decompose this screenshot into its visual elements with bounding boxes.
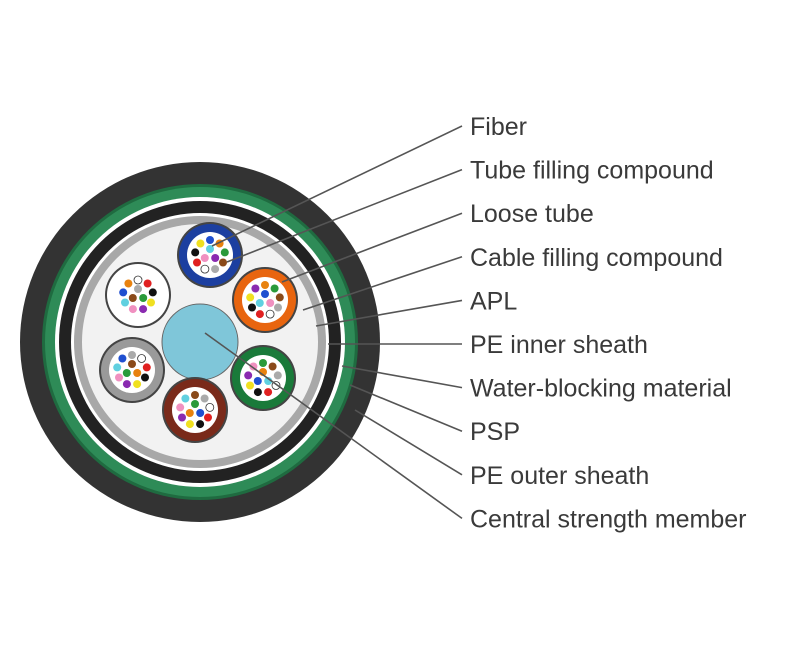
fiber bbox=[181, 394, 190, 403]
fiber bbox=[264, 377, 273, 385]
fiber bbox=[141, 373, 149, 382]
fiber bbox=[178, 413, 186, 422]
callout-label: Loose tube bbox=[470, 200, 594, 228]
fiber bbox=[251, 284, 260, 293]
fiber bbox=[137, 354, 147, 363]
fiber bbox=[148, 288, 157, 297]
callout-label: Fiber bbox=[470, 113, 527, 141]
fiber bbox=[255, 299, 264, 307]
fiber bbox=[134, 285, 142, 293]
fiber bbox=[205, 402, 215, 412]
fiber bbox=[248, 303, 256, 312]
fiber bbox=[244, 371, 253, 380]
loose-tube bbox=[99, 337, 165, 403]
fiber bbox=[246, 293, 255, 302]
fiber bbox=[119, 288, 128, 297]
callout-label: Central strength member bbox=[470, 505, 747, 533]
fiber bbox=[266, 299, 275, 307]
fiber bbox=[219, 258, 227, 267]
leader-line bbox=[354, 409, 463, 476]
fiber bbox=[191, 391, 199, 399]
fiber bbox=[113, 363, 122, 372]
fiber bbox=[191, 400, 199, 408]
fiber bbox=[253, 377, 262, 385]
fiber bbox=[139, 294, 148, 302]
fiber bbox=[128, 360, 136, 368]
fiber bbox=[270, 284, 279, 293]
callout-label: Tube filling compound bbox=[470, 157, 714, 185]
fiber bbox=[128, 294, 137, 302]
fiber bbox=[273, 371, 282, 380]
fiber bbox=[200, 264, 210, 274]
fiber bbox=[115, 373, 123, 382]
callout-label: Cable filling compound bbox=[470, 244, 723, 272]
fiber bbox=[204, 413, 212, 422]
fiber bbox=[142, 363, 151, 372]
central-strength-member bbox=[161, 303, 239, 381]
fiber bbox=[196, 420, 205, 429]
fiber bbox=[264, 388, 273, 397]
fiber bbox=[133, 275, 143, 285]
fiber bbox=[193, 258, 201, 267]
leader-line bbox=[204, 332, 463, 520]
fiber bbox=[128, 305, 137, 314]
leader-line bbox=[315, 299, 463, 327]
fiber bbox=[122, 380, 131, 389]
loose-tubes bbox=[99, 222, 298, 443]
fiber bbox=[133, 369, 142, 377]
fiber bbox=[200, 254, 209, 262]
fiber bbox=[185, 420, 194, 429]
fiber bbox=[206, 245, 214, 253]
fiber bbox=[246, 381, 254, 390]
fiber bbox=[220, 248, 229, 257]
callout-label: PSP bbox=[470, 418, 520, 446]
fiber bbox=[206, 236, 214, 244]
callout-label: Water-blocking material bbox=[470, 375, 732, 403]
leader-line bbox=[226, 168, 463, 263]
leader-line bbox=[211, 125, 463, 247]
fiber bbox=[122, 369, 131, 377]
leader-line bbox=[349, 384, 463, 432]
callout-label: PE inner sheath bbox=[470, 331, 648, 359]
fiber bbox=[133, 380, 142, 389]
loose-tube bbox=[162, 377, 228, 443]
fiber bbox=[185, 409, 194, 417]
leader-line bbox=[302, 256, 463, 311]
fiber bbox=[268, 362, 277, 371]
fiber bbox=[139, 305, 148, 314]
fiber bbox=[265, 309, 275, 319]
leader-line bbox=[341, 365, 463, 389]
fiber bbox=[255, 310, 264, 319]
loose-tube bbox=[230, 345, 296, 411]
fiber bbox=[118, 354, 127, 363]
fiber bbox=[191, 248, 200, 257]
fiber bbox=[128, 351, 136, 359]
fiber bbox=[196, 239, 205, 248]
loose-tube bbox=[232, 267, 298, 333]
fiber bbox=[274, 303, 282, 312]
fiber bbox=[196, 409, 205, 417]
fiber bbox=[261, 290, 269, 298]
fiber bbox=[253, 388, 262, 397]
fiber bbox=[147, 298, 155, 307]
fiber bbox=[261, 281, 269, 289]
fiber bbox=[124, 279, 133, 288]
fiber bbox=[211, 254, 220, 262]
fiber bbox=[211, 265, 220, 274]
fiber bbox=[259, 359, 267, 367]
leader-line bbox=[281, 212, 463, 283]
callout-label: APL bbox=[470, 287, 517, 315]
fiber bbox=[121, 298, 129, 307]
cable-cross-section bbox=[20, 162, 380, 522]
fiber bbox=[176, 403, 185, 412]
callout-label: PE outer sheath bbox=[470, 462, 649, 490]
leader-lines bbox=[204, 125, 463, 520]
loose-tube bbox=[105, 262, 171, 328]
fiber bbox=[275, 293, 284, 302]
loose-tube bbox=[177, 222, 243, 288]
fiber bbox=[143, 279, 152, 288]
fiber bbox=[200, 394, 209, 403]
